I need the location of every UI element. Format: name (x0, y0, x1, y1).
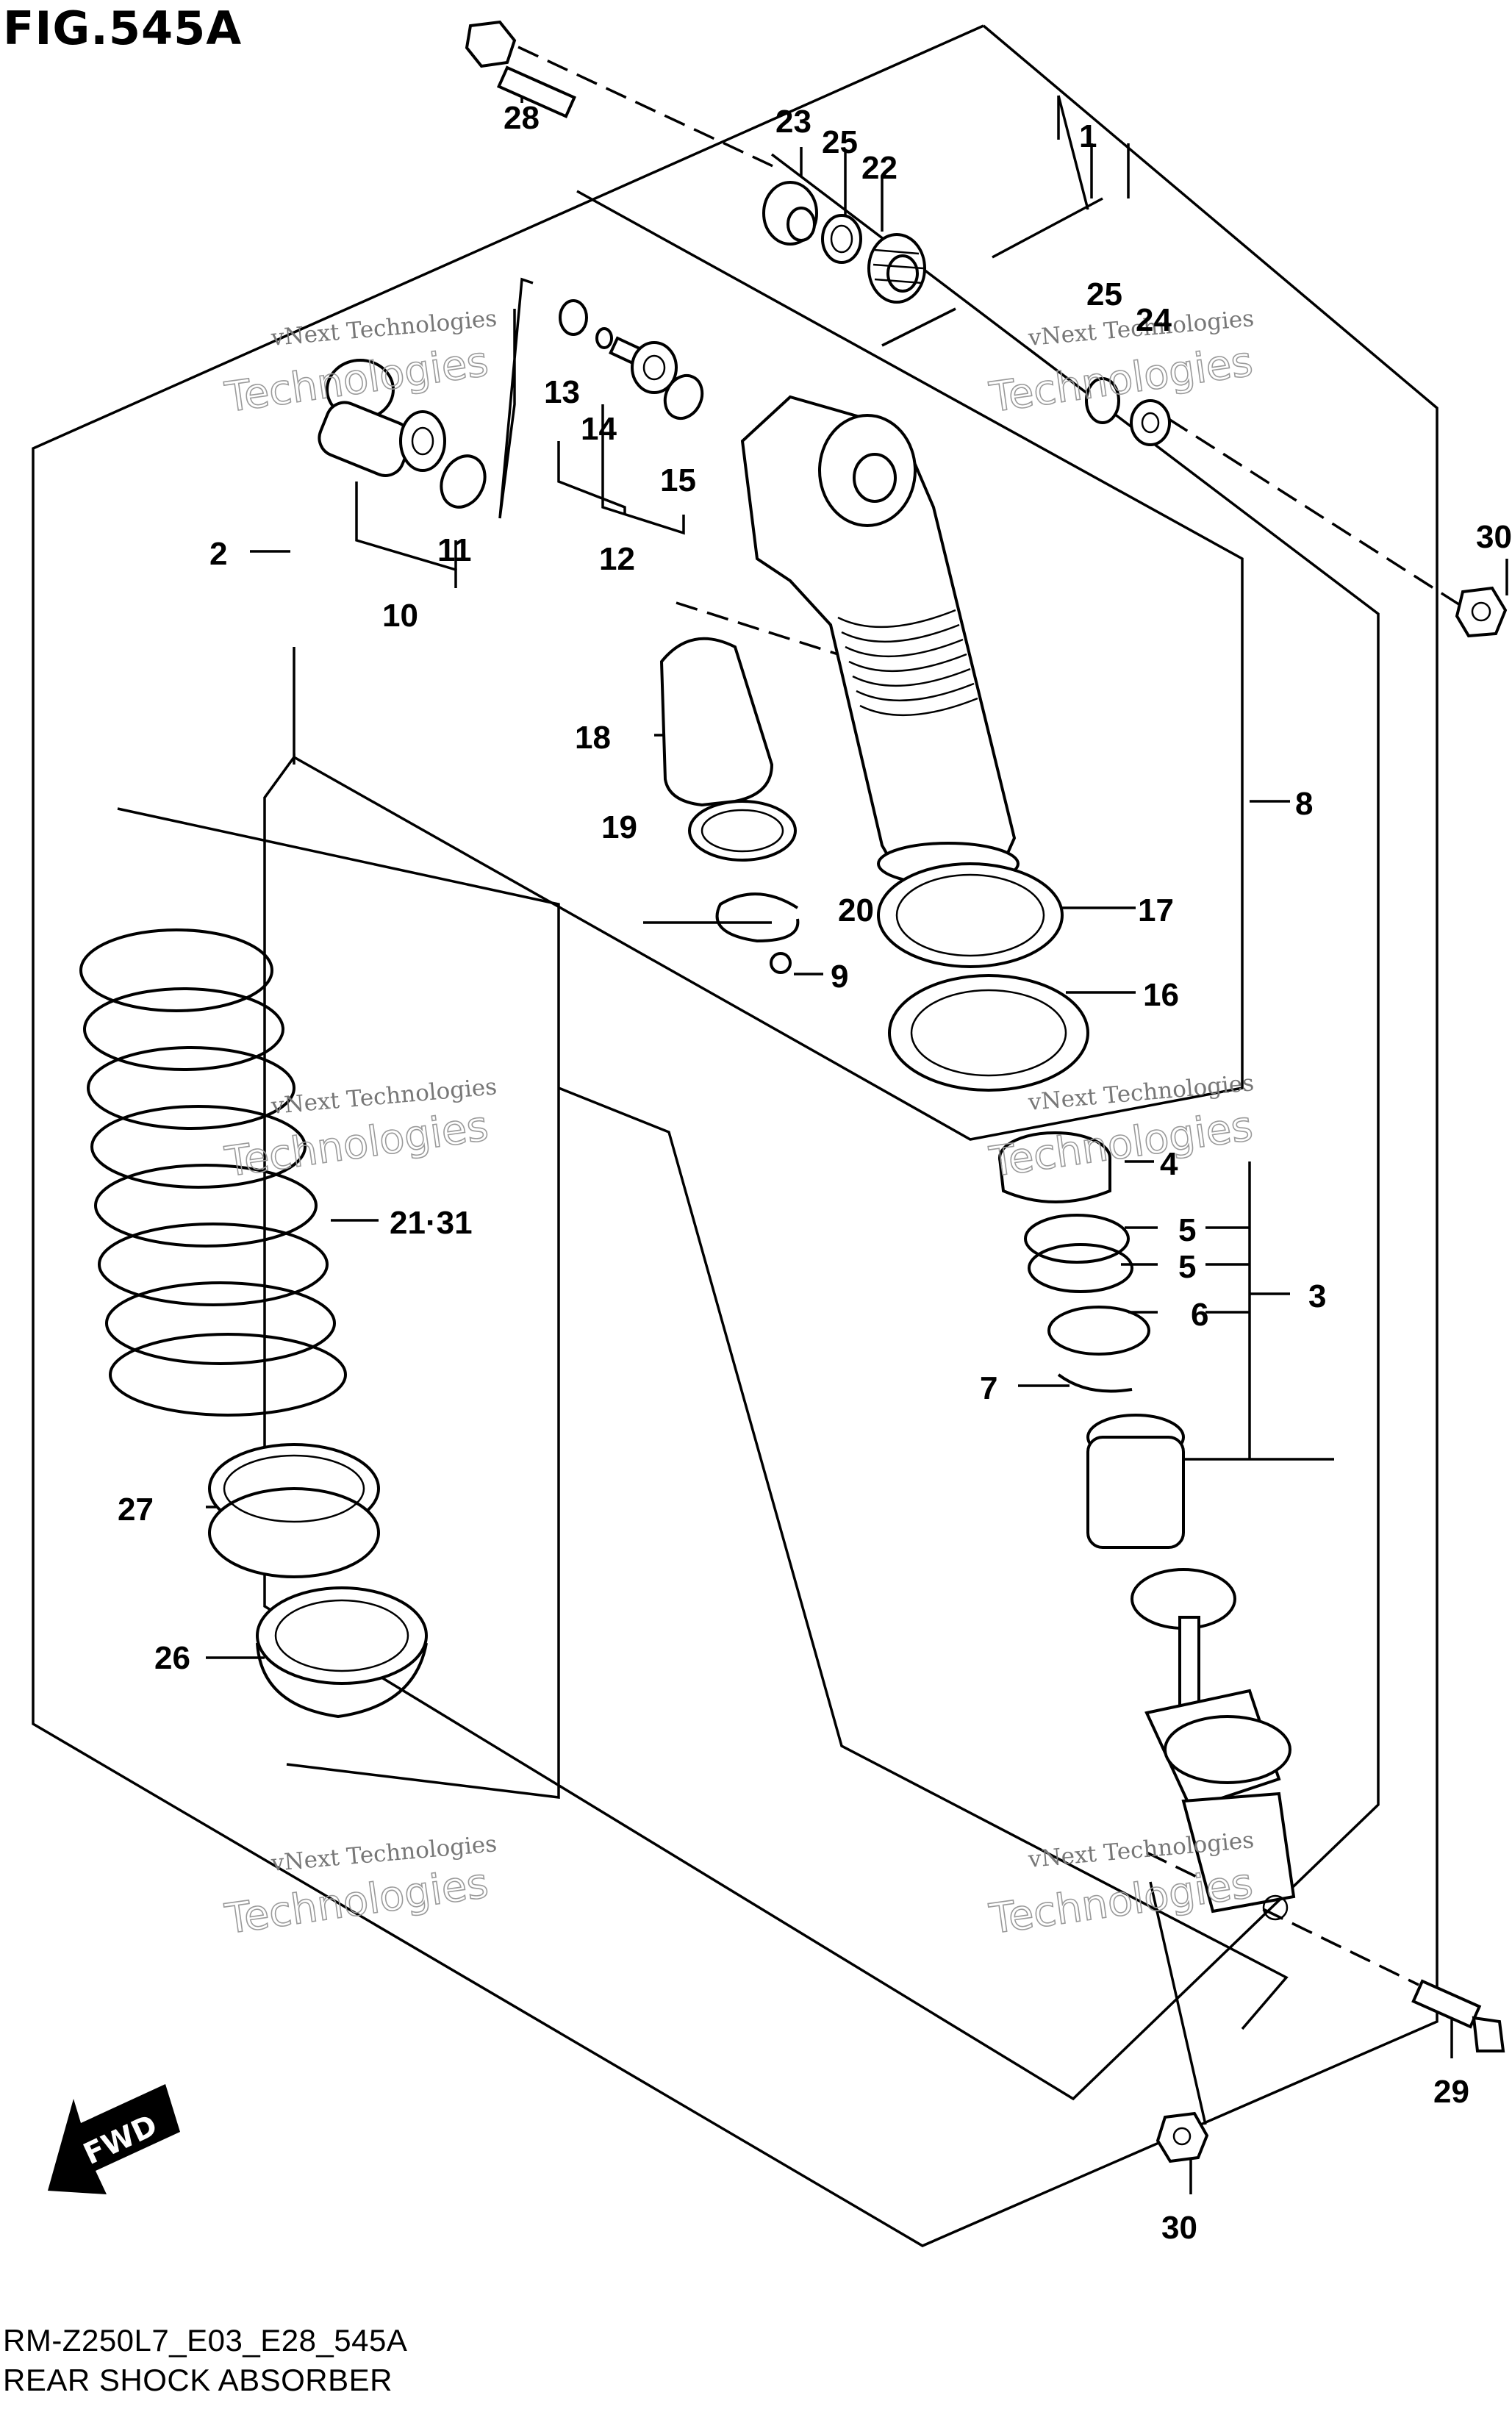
bolt-29 (1411, 1979, 1505, 2052)
spring-stopper-26 (256, 1586, 428, 1719)
callout-7[interactable]: 7 (980, 1370, 997, 1406)
callout-1[interactable]: 1 (1079, 118, 1097, 154)
seal-25-right (1085, 377, 1120, 424)
bushing-4 (998, 1131, 1111, 1203)
ring-6 (1047, 1306, 1150, 1356)
frame-assembly-1 (32, 24, 1438, 2247)
callout-11[interactable]: 11 (437, 532, 472, 568)
bladder-18 (659, 637, 774, 807)
nut-30-bottom (1156, 2111, 1209, 2163)
callout-30b[interactable]: 30 (1161, 2210, 1197, 2246)
callout-13[interactable]: 13 (544, 374, 580, 410)
figure-name: REAR SHOCK ABSORBER (3, 2363, 393, 2397)
needle-bearing-22 (867, 233, 926, 304)
callout-24[interactable]: 24 (1136, 302, 1172, 338)
adjuster-12 (609, 336, 678, 394)
callout-21-31[interactable]: 21·31 (390, 1205, 473, 1241)
ring-5a (1024, 1214, 1130, 1264)
bolt-28 (465, 20, 576, 118)
callout-27[interactable]: 27 (118, 1492, 154, 1528)
callout-16[interactable]: 16 (1143, 977, 1179, 1013)
callout-9[interactable]: 9 (831, 959, 848, 995)
watermarks: vNext Technologies Technologies vNext Te… (221, 305, 1256, 1944)
cap-19 (688, 800, 797, 862)
callout-28[interactable]: 28 (504, 100, 540, 136)
lock-nut-17 (877, 862, 1064, 968)
o-ring-11 (440, 454, 487, 509)
figure-title: FIG.545A (3, 1, 243, 55)
circlip-20 (715, 892, 800, 943)
bracket-lines (355, 277, 685, 588)
assembly-frames (32, 24, 1438, 2247)
frame-group-rod (558, 1087, 1289, 2030)
callout-18[interactable]: 18 (575, 720, 611, 756)
callout-6[interactable]: 6 (1191, 1297, 1208, 1333)
clip-7 (1057, 1373, 1133, 1393)
callout-25b[interactable]: 25 (1086, 276, 1122, 312)
callout-4[interactable]: 4 (1160, 1146, 1178, 1182)
callout-17[interactable]: 17 (1138, 892, 1174, 928)
adjuster-body-10 (318, 359, 446, 477)
ring-14 (595, 327, 613, 349)
figure-code: RM-Z250L7_E03_E28_545A (3, 2323, 408, 2358)
watermark-logo-4: Technologies (986, 1102, 1255, 1186)
collar-23 (762, 181, 818, 246)
frame-group-21 (117, 807, 560, 1799)
o-ring-15 (663, 373, 704, 420)
watermark-logo-6: Technologies (986, 1859, 1255, 1944)
callout-12[interactable]: 12 (599, 541, 635, 577)
callout-5a[interactable]: 5 (1178, 1212, 1196, 1248)
piston-rod-3 (1086, 1414, 1296, 1921)
callout-15[interactable]: 15 (660, 462, 696, 498)
callout-23[interactable]: 23 (775, 104, 811, 140)
callout-5b[interactable]: 5 (1178, 1249, 1196, 1285)
callout-14[interactable]: 14 (581, 411, 617, 447)
seal-25 (821, 214, 862, 264)
watermark-logo-2: Technologies (986, 337, 1255, 422)
callout-19[interactable]: 19 (601, 809, 637, 845)
collar-24 (1130, 399, 1171, 446)
callout-8[interactable]: 8 (1295, 786, 1313, 822)
callout-26[interactable]: 26 (154, 1640, 190, 1676)
callout-10[interactable]: 10 (382, 598, 418, 634)
callout-3[interactable]: 3 (1308, 1278, 1326, 1314)
spring-21 (79, 928, 347, 1417)
ring-5b (1028, 1243, 1133, 1293)
ball-9 (770, 952, 792, 974)
shock-absorber-parts (79, 20, 1508, 2163)
callout-2[interactable]: 2 (209, 536, 227, 572)
frame-assembly-2 (263, 153, 1380, 2101)
callouts: 1 2 3 4 5 5 6 7 8 9 10 11 12 13 14 15 16… (118, 100, 1512, 2246)
callout-29[interactable]: 29 (1433, 2074, 1469, 2110)
callout-30a[interactable]: 30 (1476, 519, 1512, 555)
fwd-arrow: FWD (48, 2084, 180, 2194)
spring-seat-27 (208, 1443, 380, 1578)
adjuster-nut-16 (888, 974, 1089, 1092)
callout-25a[interactable]: 25 (822, 124, 858, 160)
callout-20[interactable]: 20 (838, 892, 874, 928)
frame-assembly-8 (293, 190, 1244, 1141)
nut-30-top (1455, 586, 1508, 638)
o-ring-13 (559, 299, 588, 336)
callout-22[interactable]: 22 (861, 150, 897, 186)
fwd-arrow-shape (48, 2084, 180, 2194)
watermark-logo-5: Technologies (222, 1859, 491, 1944)
